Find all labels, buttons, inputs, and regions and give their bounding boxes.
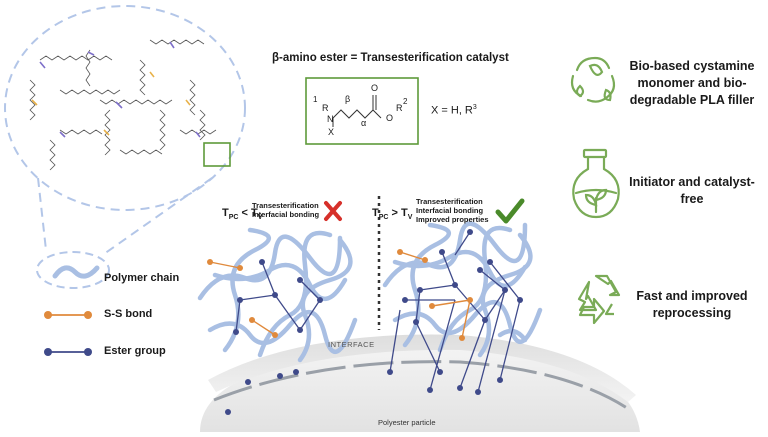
legend-polymer-chain-label: Polymer chain xyxy=(104,272,180,284)
left-ester-nodes xyxy=(233,259,323,335)
catalyst-structure xyxy=(332,95,382,127)
right-polymer-chains xyxy=(382,221,543,358)
particle-label: Polyester particle xyxy=(378,418,436,427)
recycle-arrows-icon xyxy=(577,274,621,325)
left-ss-links xyxy=(209,261,276,336)
right-ss-nodes xyxy=(397,249,473,341)
catalyst-highlight-box xyxy=(203,142,231,167)
catalyst-label-1: 1 xyxy=(313,95,318,104)
left-ss-nodes xyxy=(207,259,278,338)
right-ss-links xyxy=(399,251,471,339)
catalyst-label-alpha: α xyxy=(361,118,367,128)
particle-surface-dashes xyxy=(213,360,631,412)
left-surface-ester-dots xyxy=(225,369,299,415)
right-condition-notes: Transesterification Interfacial bonding … xyxy=(416,197,489,224)
legend-ss-bond-label: S-S bond xyxy=(104,308,153,320)
left-condition-notes: Transesterification Interfacial bonding xyxy=(252,201,320,219)
benefit-reprocessing: Fast and improved reprocessing xyxy=(636,289,748,320)
legend-ester-group-symbol xyxy=(44,348,92,356)
left-network xyxy=(197,227,358,415)
benefit-bio-based: Bio-based cystamine monomer and bio-degr… xyxy=(629,59,755,107)
recycle-leaf-icon xyxy=(570,56,616,103)
fail-x-icon xyxy=(324,201,342,221)
catalyst-label-carbonyl-o: O xyxy=(371,83,379,93)
left-condition: TPC < TV xyxy=(222,207,263,222)
catalyst-label-ester-o: O xyxy=(386,113,394,123)
success-check-icon xyxy=(495,198,525,224)
catalyst-label-beta: β xyxy=(345,94,351,104)
catalyst-structure-box xyxy=(305,77,419,145)
legend-ester-group-label: Ester group xyxy=(104,345,166,357)
polyester-particle xyxy=(200,345,640,432)
left-ester-links xyxy=(235,261,321,333)
catalyst-label-n: N xyxy=(327,114,334,124)
left-polymer-chains xyxy=(197,227,358,363)
catalyst-x-note: X = H, R3 xyxy=(431,104,477,117)
catalyst-label-r1: R xyxy=(322,103,329,113)
interface-label: INTERFACE xyxy=(328,340,375,349)
molecular-structure xyxy=(29,39,217,171)
catalyst-label-x: X xyxy=(328,127,335,137)
legend-polymer-chain-symbol xyxy=(52,265,100,279)
right-network xyxy=(382,221,543,395)
molecular-accents xyxy=(31,41,201,138)
catalyst-title: β-amino ester = Transesterification cata… xyxy=(272,52,509,64)
right-ester-nodes xyxy=(387,229,523,395)
flask-leaf-icon xyxy=(572,148,620,219)
legend-ss-bond-symbol xyxy=(44,311,92,319)
interface-band xyxy=(208,334,636,402)
zoom-bubble xyxy=(4,5,246,289)
benefit-initiator-free: Initiator and catalyst-free xyxy=(629,175,755,206)
right-condition: TPC > TV xyxy=(372,207,413,222)
catalyst-label-r2: R xyxy=(396,103,403,113)
catalyst-label-2: 2 xyxy=(403,97,408,106)
